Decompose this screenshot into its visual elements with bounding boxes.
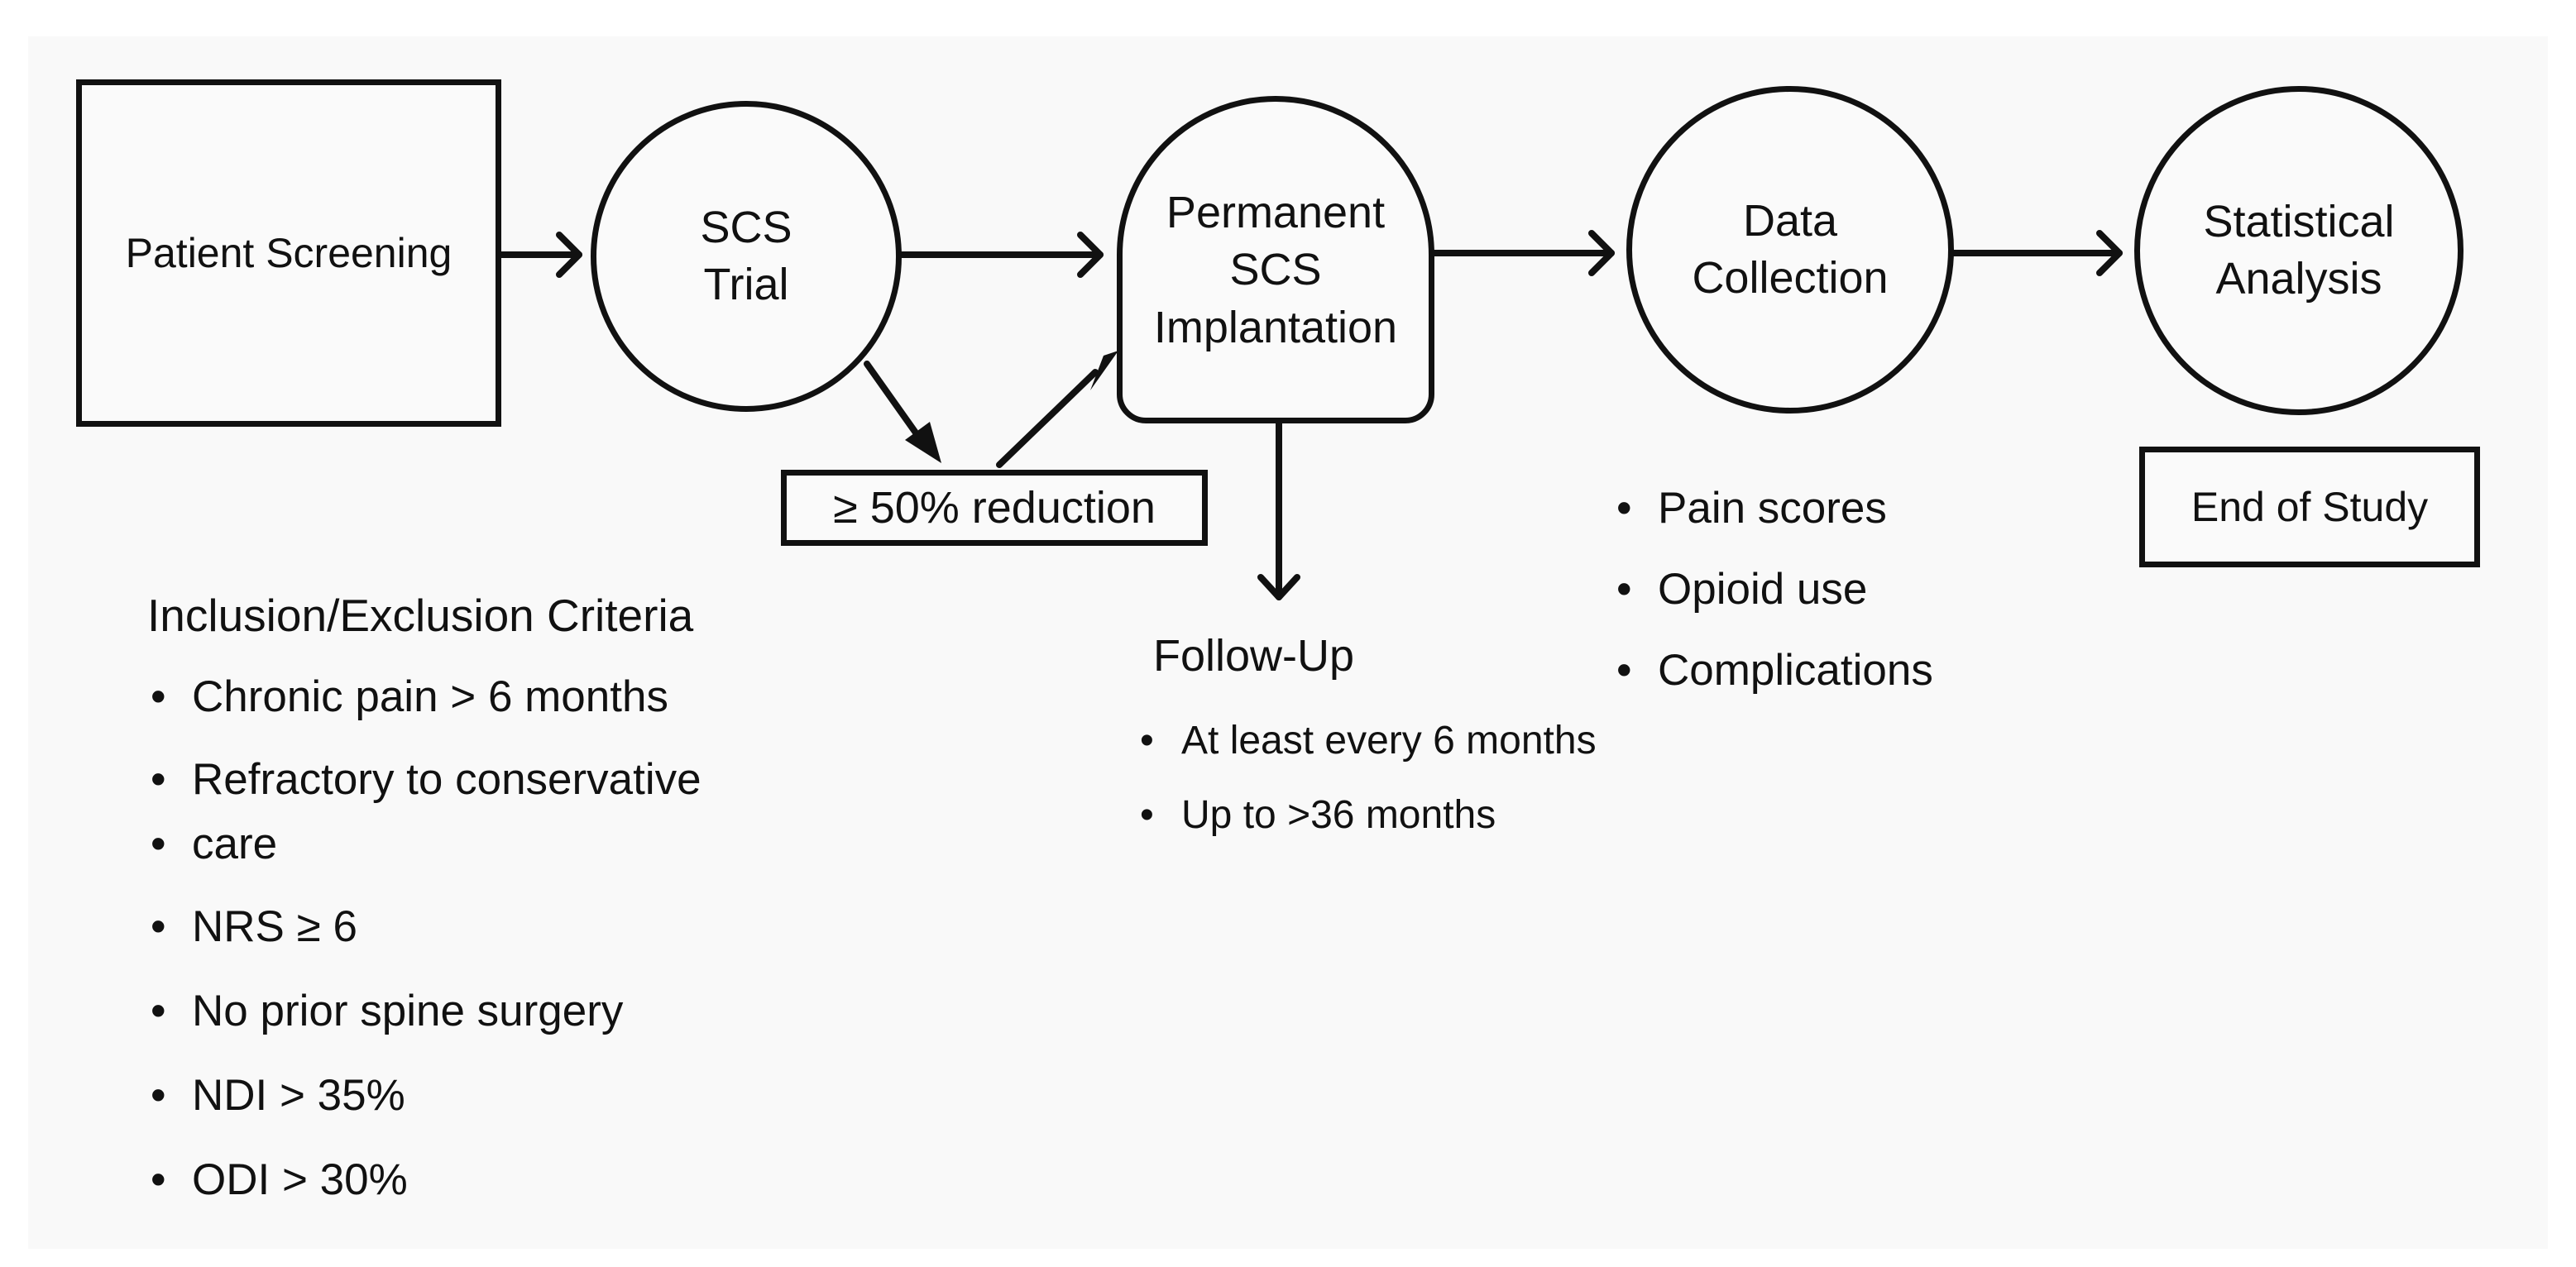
reduction-threshold-label: ≥ 50% reduction	[833, 483, 1156, 533]
data-item-pain-scores: Pain scores	[1616, 483, 1933, 564]
patient-screening-box: Patient Screening	[76, 79, 501, 427]
criterion-no-prior-surgery: No prior spine surgery	[151, 986, 701, 1070]
implantation-label-line-1: Permanent	[1166, 188, 1386, 238]
arrow-data-to-analysis	[1951, 230, 2123, 276]
patient-screening-label: Patient Screening	[125, 230, 452, 276]
data-item-complications: Complications	[1616, 645, 1933, 726]
arrow-trial-to-implantation	[898, 232, 1104, 278]
scs-trial-label-line-2: Trial	[703, 260, 789, 309]
inclusion-criteria-title: Inclusion/Exclusion Criteria	[147, 590, 694, 641]
arrow-screening-to-trial	[498, 232, 582, 278]
data-collection-label-line-1: Data	[1742, 195, 1838, 246]
arrow-implantation-to-data	[1431, 230, 1615, 276]
implantation-label-line-2: SCS	[1229, 245, 1322, 295]
arrowhead-to-reduction	[905, 422, 941, 463]
inclusion-criteria-list: Chronic pain > 6 months Refractory to co…	[151, 672, 701, 1237]
criterion-nrs: NRS ≥ 6	[151, 901, 701, 986]
implantation-label-line-3: Implantation	[1153, 302, 1398, 352]
scs-trial-node: SCS Trial	[591, 101, 902, 412]
scs-trial-label-line-1: SCS	[700, 202, 792, 252]
follow-up-frequency: At least every 6 months	[1140, 718, 1597, 792]
data-item-opioid-use: Opioid use	[1616, 564, 1933, 645]
statistical-analysis-label-line-2: Analysis	[2215, 254, 2382, 304]
statistical-analysis-node: Statistical Analysis	[2134, 86, 2463, 415]
arrow-reduction-to-implantation	[996, 369, 1099, 468]
follow-up-duration: Up to >36 months	[1140, 792, 1597, 867]
permanent-implantation-node: Permanent SCS Implantation	[1117, 96, 1434, 423]
reduction-threshold-box: ≥ 50% reduction	[781, 470, 1208, 546]
end-of-study-label: End of Study	[2191, 484, 2429, 530]
criterion-refractory: Refractory to conservative	[151, 754, 701, 819]
end-of-study-box: End of Study	[2139, 447, 2480, 567]
data-collection-label-line-2: Collection	[1692, 253, 1889, 303]
data-collected-list: Pain scores Opioid use Complications	[1616, 483, 1933, 726]
arrow-trial-to-reduction	[864, 361, 926, 447]
criterion-refractory-continued: care	[151, 819, 701, 901]
data-collection-node: Data Collection	[1626, 86, 1954, 414]
criterion-chronic-pain: Chronic pain > 6 months	[151, 672, 701, 754]
statistical-analysis-label-line-1: Statistical	[2203, 196, 2395, 246]
criterion-odi: ODI > 30%	[151, 1155, 701, 1237]
follow-up-list: At least every 6 months Up to >36 months	[1140, 718, 1597, 867]
follow-up-title: Follow-Up	[1153, 631, 1355, 681]
arrow-implantation-to-followup	[1257, 420, 1300, 600]
arrowhead-to-implantation	[1069, 351, 1118, 390]
criterion-ndi: NDI > 35%	[151, 1070, 701, 1155]
